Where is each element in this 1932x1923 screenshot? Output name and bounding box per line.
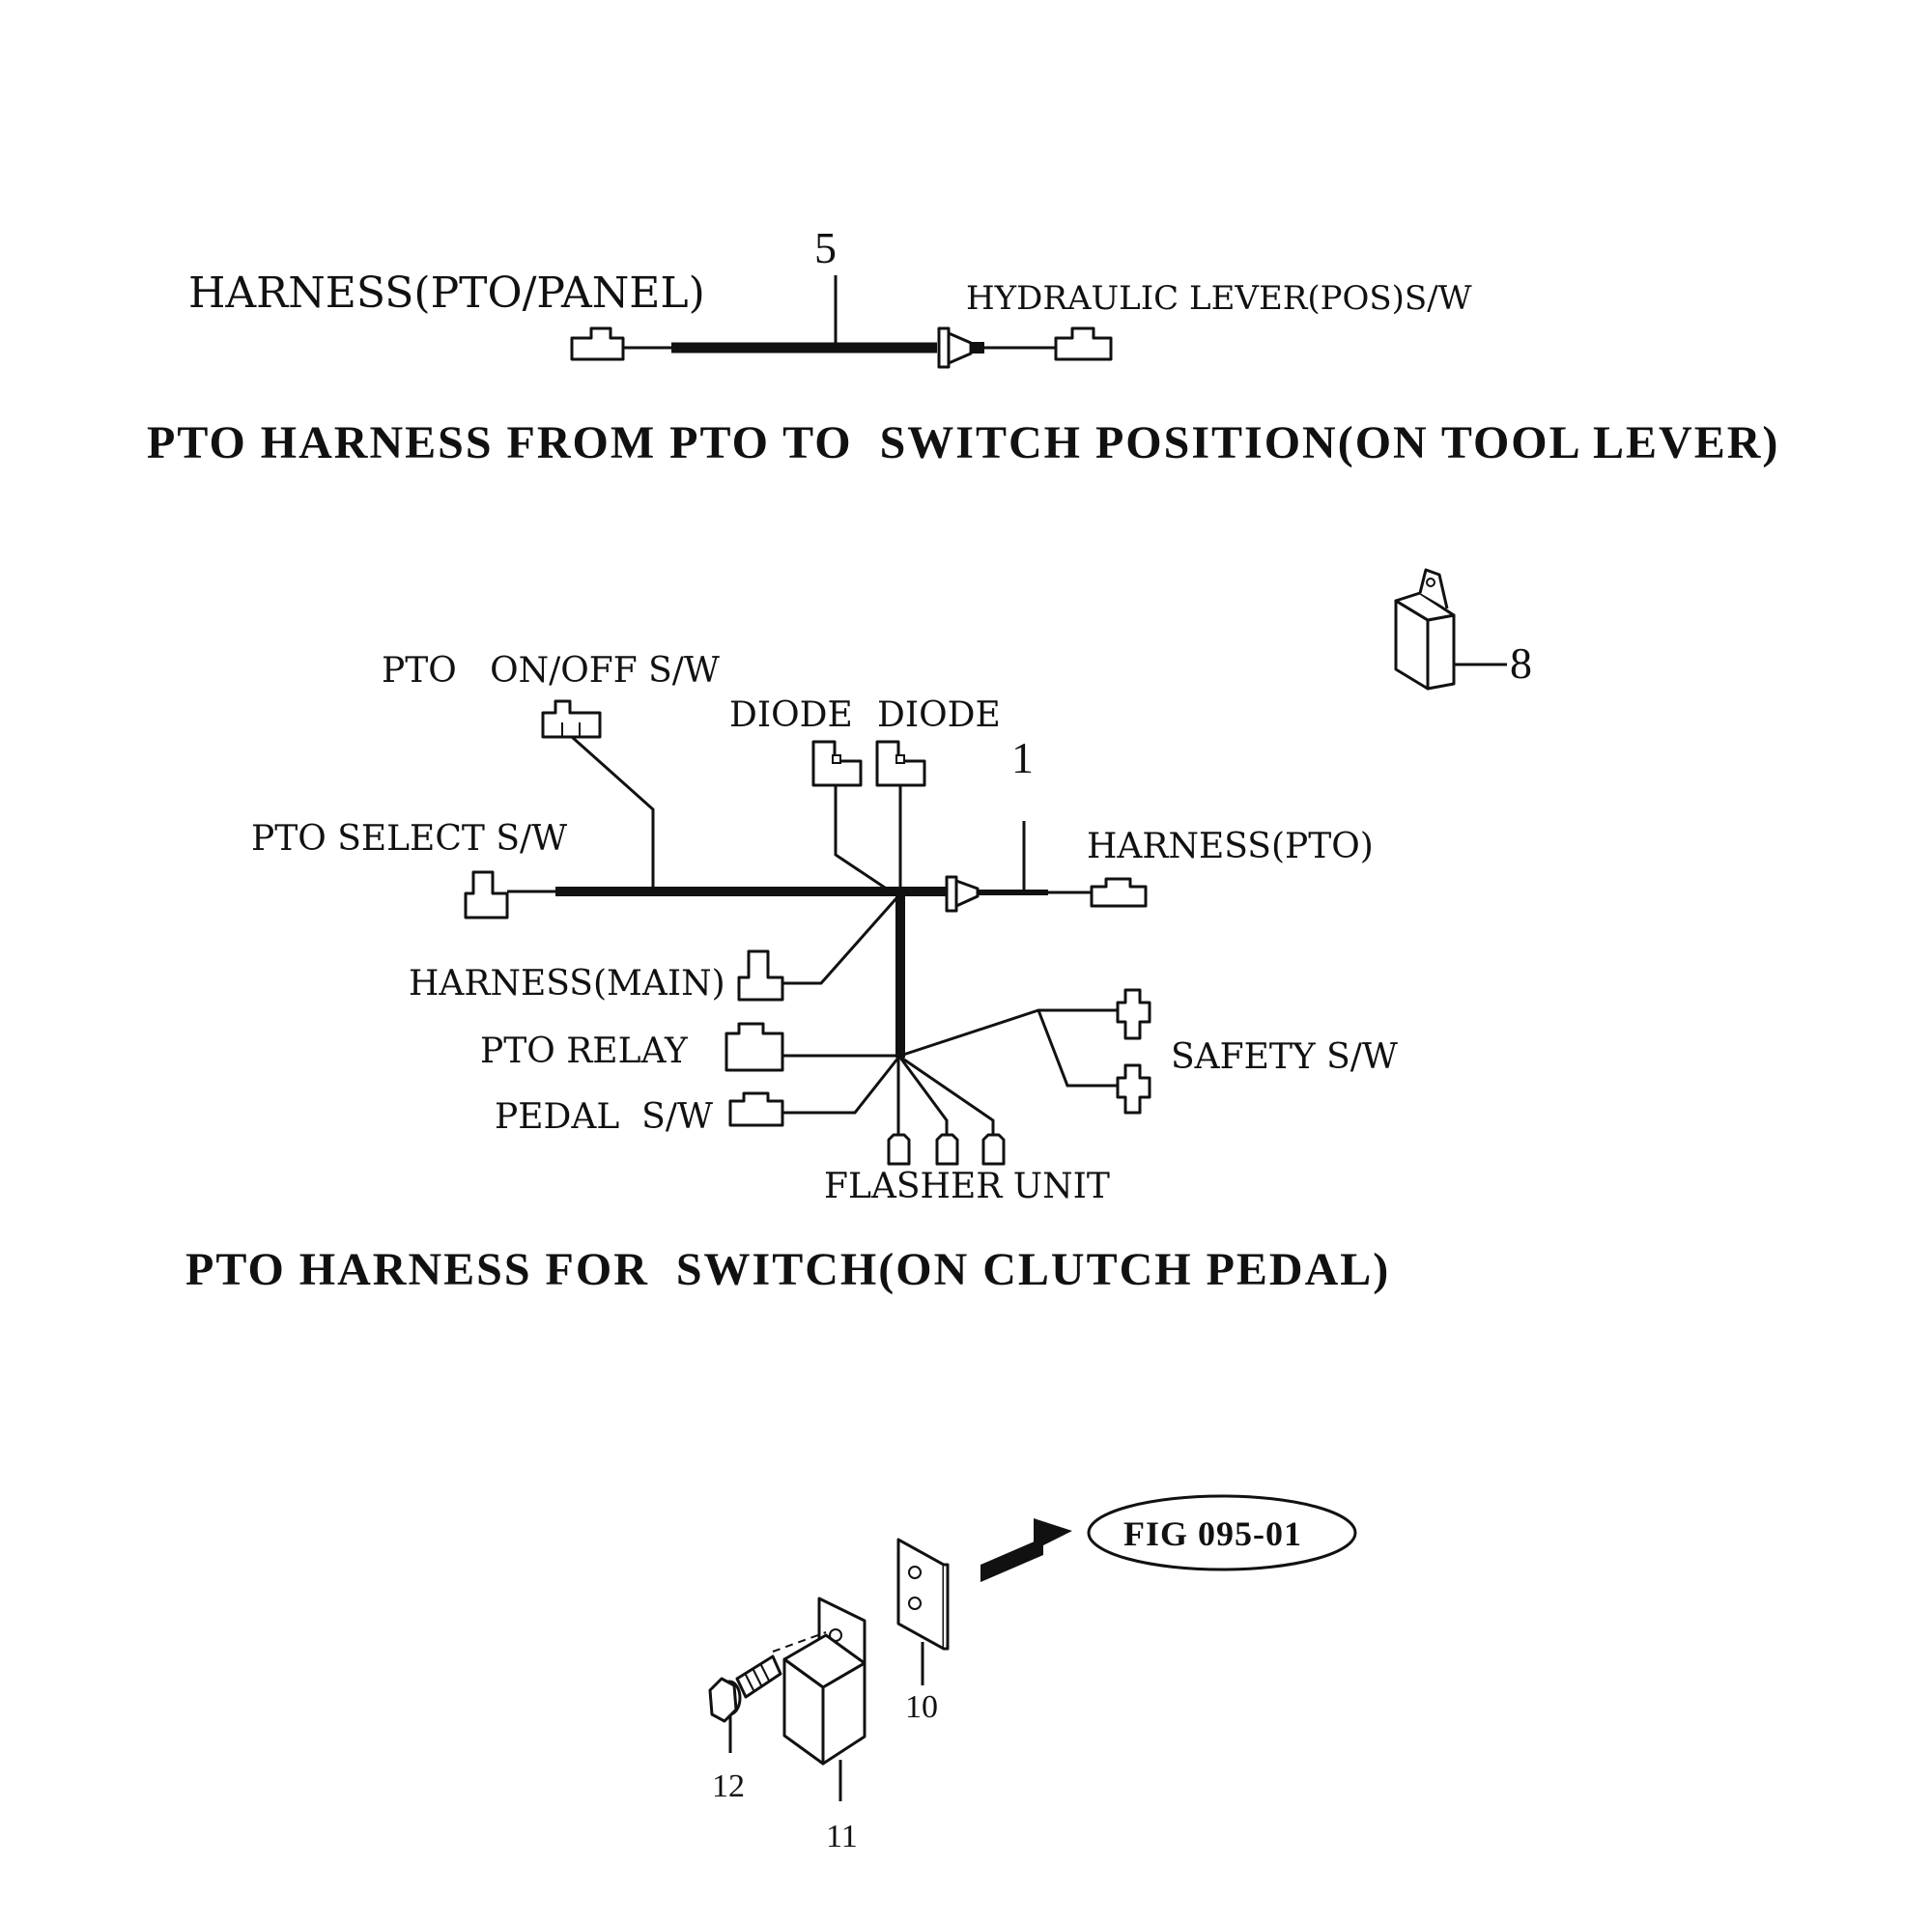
section-title-clutch-pedal: PTO HARNESS FOR SWITCH(ON CLUTCH PEDAL) xyxy=(185,1244,1390,1295)
diode-marker xyxy=(832,754,841,764)
bolt-head xyxy=(708,1677,738,1723)
connector-harness-main xyxy=(737,949,784,1002)
bolt-axis-dashed xyxy=(772,1631,827,1653)
connector-pto-panel xyxy=(570,326,625,361)
section-title-tool-lever: PTO HARNESS FROM PTO TO SWITCH POSITION(… xyxy=(147,417,1779,468)
section-switch-mounting: 10 FIG 095-01 11 12 xyxy=(708,1494,1357,1854)
label-harness-main: HARNESS(MAIN) xyxy=(409,964,725,1004)
connector-flasher-unit-1 xyxy=(887,1133,911,1166)
switch-part-11: 11 xyxy=(782,1597,867,1854)
plate-edge xyxy=(944,1563,950,1651)
grommet-taper xyxy=(947,331,973,365)
grommet-tip xyxy=(971,342,984,353)
callout-part-11: 11 xyxy=(826,1819,858,1854)
label-pto-relay: PTO RELAY xyxy=(480,1032,689,1071)
wire-pedal-switch xyxy=(782,1057,900,1115)
label-diode-2: DIODE xyxy=(877,695,1001,735)
label-diode-1: DIODE xyxy=(729,695,853,735)
thread-line xyxy=(745,1674,754,1691)
connector-harness-pto xyxy=(1090,877,1148,908)
connector-pto-relay xyxy=(724,1022,784,1072)
thread-line xyxy=(753,1669,762,1686)
wire-pto-on-off xyxy=(571,735,655,891)
plate-face xyxy=(896,1538,946,1651)
diode-marker xyxy=(895,754,905,764)
callout-part-1: 1 xyxy=(1011,733,1034,782)
wire-safety-switch-2 xyxy=(1037,1009,1101,1088)
bolt-thread xyxy=(735,1654,782,1699)
grommet-taper xyxy=(954,879,980,908)
label-harness-pto: HARNESS(PTO) xyxy=(1087,827,1374,866)
arrow-shaft xyxy=(980,1538,1043,1582)
connector-flasher-unit-2 xyxy=(935,1133,959,1166)
connector-safety-switch-1 xyxy=(1116,988,1151,1040)
connector-hydraulic-lever-switch xyxy=(1054,326,1113,361)
thread-line xyxy=(760,1664,770,1682)
label-harness-pto-panel: HARNESS(PTO/PANEL) xyxy=(188,269,705,318)
arrow-head xyxy=(1034,1518,1072,1550)
grommet xyxy=(945,875,958,913)
label-flasher-unit: FLASHER UNIT xyxy=(824,1167,1110,1206)
grommet xyxy=(937,326,951,369)
connector-flasher-unit-3 xyxy=(981,1133,1006,1166)
wire-safety-switch-1 xyxy=(899,1008,1101,1058)
callout-part-12: 12 xyxy=(712,1768,745,1804)
relay-side xyxy=(1426,613,1456,691)
figure-reference-label[interactable]: FIG 095-01 xyxy=(1123,1514,1302,1553)
connector-pto-on-off-switch xyxy=(541,699,602,739)
connector-pedal-switch xyxy=(728,1091,784,1127)
relay-tab-hole xyxy=(1426,578,1435,587)
wire-diode-1 xyxy=(834,785,892,893)
figure-reference-oval xyxy=(1087,1494,1357,1571)
wire-harness-main xyxy=(782,897,898,985)
callout-part-8: 8 xyxy=(1510,638,1532,688)
bolt-part-12: 12 xyxy=(708,1631,827,1804)
label-pedal-switch: PEDAL S/W xyxy=(495,1097,713,1137)
plate-hole xyxy=(908,1597,922,1610)
label-hydraulic-lever-switch: HYDRAULIC LEVER(POS)S/W xyxy=(966,279,1472,318)
callout-part-10: 10 xyxy=(905,1689,938,1725)
connector-pto-select-switch xyxy=(464,870,509,919)
plate-hole xyxy=(908,1566,922,1579)
relay-top xyxy=(1394,591,1456,622)
flasher-relay-part-8: 8 xyxy=(1394,568,1532,691)
switch-side xyxy=(821,1661,867,1766)
connector-safety-switch-2 xyxy=(1116,1063,1151,1115)
wire-flasher-2 xyxy=(898,1057,949,1135)
label-safety-switch: SAFETY S/W xyxy=(1171,1037,1398,1077)
figure-reference-link[interactable]: FIG 095-01 xyxy=(1087,1494,1357,1571)
label-pto-select-switch: PTO SELECT S/W xyxy=(251,819,567,859)
wire-flasher-3 xyxy=(900,1056,995,1135)
callout-part-5: 5 xyxy=(814,223,837,272)
label-pto-on-off-switch: PTO ON/OFF S/W xyxy=(382,651,720,691)
section-tool-lever-harness: HARNESS(PTO/PANEL) 5 HYDRAULIC LEVER(POS… xyxy=(147,223,1779,468)
section-clutch-pedal-harness: PTO ON/OFF S/W DIODE DIODE 1 PTO SELECT … xyxy=(185,568,1532,1295)
mounting-plate-part-10: 10 xyxy=(896,1538,950,1725)
